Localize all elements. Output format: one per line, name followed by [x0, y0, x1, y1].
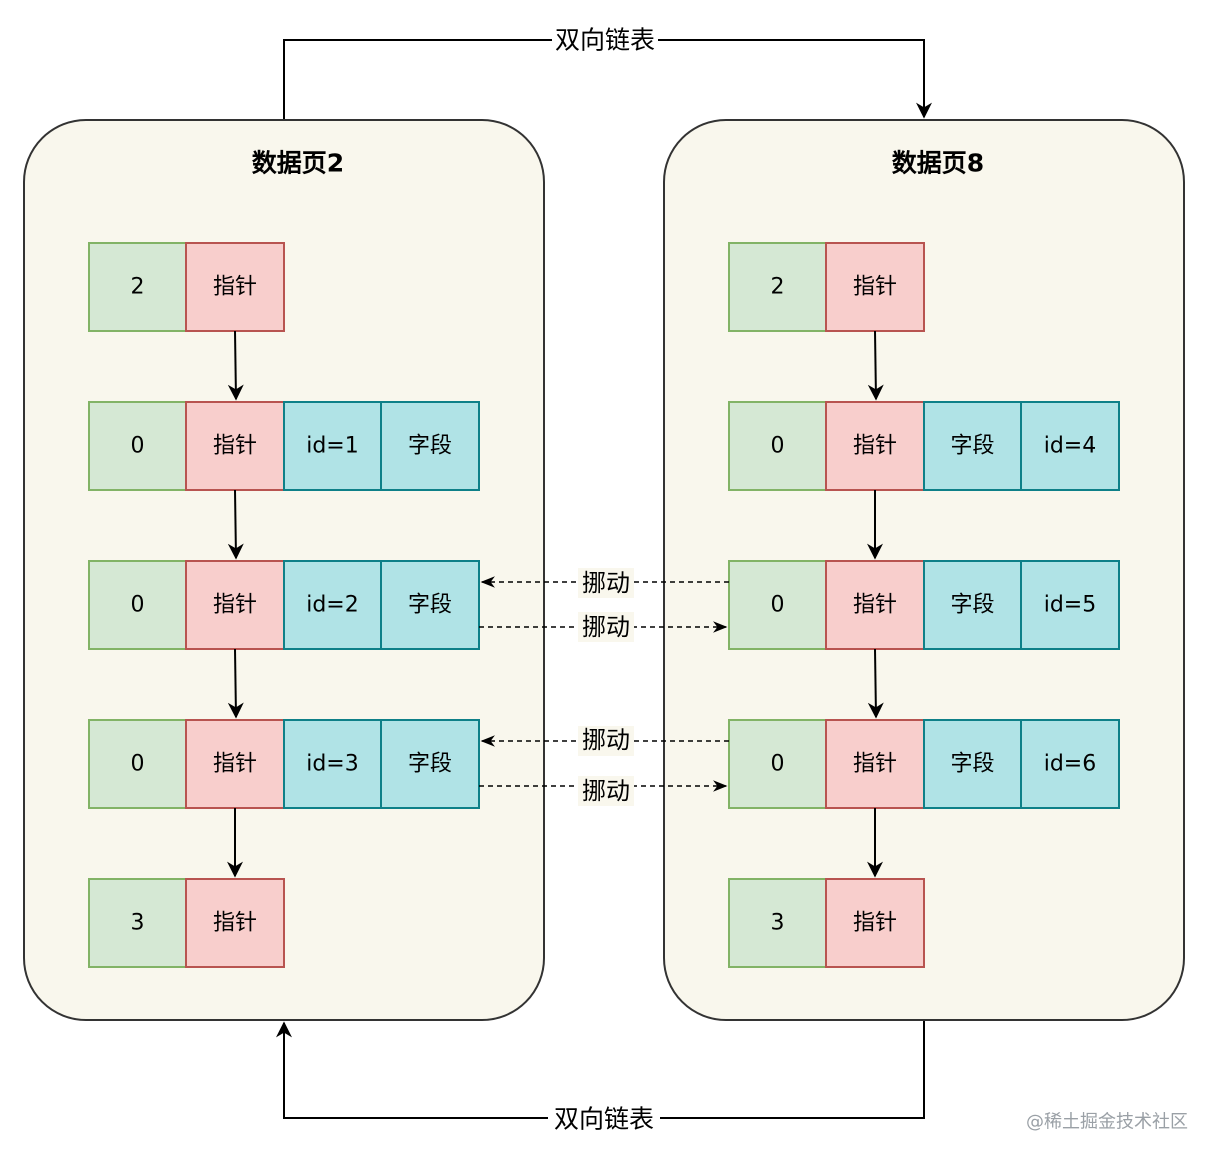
- move-label: 挪动: [582, 777, 630, 805]
- field-label: 字段: [408, 593, 452, 618]
- pointer-cell: [185, 560, 285, 650]
- right-page-records: 2 指针 0 指针 字段 id=4 0 指针 字段 id=5: [728, 242, 1120, 968]
- header-cell: [728, 401, 827, 491]
- record-row: 0 指针 id=1 字段: [88, 401, 480, 491]
- pointer-cell: [825, 560, 925, 650]
- move-label-bg: [578, 726, 634, 756]
- record-row: 0 指针 字段 id=4: [728, 401, 1120, 491]
- record-row: 3 指针: [728, 878, 925, 968]
- header-cell: [728, 560, 827, 650]
- id-cell: [1020, 401, 1120, 491]
- pointer-arrow: [867, 648, 884, 719]
- id-value: id=3: [306, 752, 359, 777]
- pointer-label: 指针: [213, 752, 257, 777]
- pointer-arrow: [227, 330, 244, 401]
- move-label: 挪动: [582, 726, 630, 754]
- record-row: 3 指针: [88, 878, 285, 968]
- top-link-label-bg: [552, 24, 658, 56]
- field-cell: [380, 560, 480, 650]
- page-title-right: 数据页8: [892, 149, 984, 178]
- header-value: 0: [131, 593, 145, 618]
- pointer-cell: [825, 242, 925, 332]
- header-value: 3: [771, 911, 785, 936]
- pointer-cell: [185, 719, 285, 809]
- field-cell: [923, 719, 1022, 809]
- id-cell: [1020, 719, 1120, 809]
- move-label-bg: [578, 612, 634, 642]
- id-value: id=5: [1044, 593, 1097, 618]
- field-cell: [380, 401, 480, 491]
- move-label: 挪动: [582, 613, 630, 641]
- record-row: 0 指针 id=3 字段: [88, 719, 480, 809]
- header-cell: [728, 878, 827, 968]
- pointer-label: 指针: [853, 752, 897, 777]
- header-value: 2: [131, 275, 145, 300]
- id-value: id=4: [1044, 434, 1097, 459]
- header-cell: [88, 242, 187, 332]
- record-row: 0 指针 字段 id=5: [728, 560, 1120, 650]
- pointer-arrow: [227, 648, 244, 719]
- id-cell: [283, 719, 382, 809]
- field-cell: [923, 401, 1022, 491]
- field-label: 字段: [950, 593, 994, 618]
- header-value: 0: [771, 434, 785, 459]
- id-value: id=1: [306, 434, 359, 459]
- id-cell: [1020, 560, 1120, 650]
- pointer-cell: [185, 401, 285, 491]
- watermark: @稀土掘金技术社区: [1026, 1112, 1188, 1133]
- move-label: 挪动: [582, 569, 630, 597]
- record-row: 0 指针 id=2 字段: [88, 560, 480, 650]
- pointer-arrow: [867, 330, 884, 401]
- header-value: 0: [771, 752, 785, 777]
- id-value: id=2: [306, 593, 359, 618]
- pointer-label: 指针: [213, 593, 257, 618]
- move-label-bg: [578, 568, 634, 598]
- pointer-cell: [825, 878, 925, 968]
- header-value: 3: [131, 911, 145, 936]
- linked-list-connectors: 双向链表 双向链表: [276, 24, 932, 1134]
- move-arrows: 挪动 挪动 挪动 挪动: [479, 568, 729, 806]
- id-cell: [283, 401, 382, 491]
- header-cell: [88, 719, 187, 809]
- pointer-label: 指针: [853, 275, 897, 300]
- header-cell: [88, 401, 187, 491]
- record-row: 2 指针: [728, 242, 925, 332]
- header-value: 0: [131, 434, 145, 459]
- field-cell: [380, 719, 480, 809]
- header-cell: [728, 242, 827, 332]
- header-value: 0: [131, 752, 145, 777]
- record-row: 2 指针: [88, 242, 285, 332]
- pointer-cell: [185, 878, 285, 968]
- pointer-label: 指针: [213, 275, 257, 300]
- field-label: 字段: [950, 434, 994, 459]
- header-value: 0: [771, 593, 785, 618]
- pointer-label: 指针: [853, 434, 897, 459]
- left-page-records: 2 指针 0 指针 id=1 字段 0 指针 id=2 字段: [88, 242, 480, 968]
- record-row: 0 指针 字段 id=6: [728, 719, 1120, 809]
- field-label: 字段: [408, 752, 452, 777]
- pointer-label: 指针: [213, 434, 257, 459]
- bottom-link-label-bg: [548, 1102, 660, 1134]
- move-label-bg: [578, 776, 634, 806]
- field-label: 字段: [950, 752, 994, 777]
- pointer-label: 指针: [853, 911, 897, 936]
- page-title-left: 数据页2: [252, 149, 344, 178]
- pointer-label: 指针: [853, 593, 897, 618]
- pointer-arrow: [227, 489, 244, 560]
- id-value: id=6: [1044, 752, 1097, 777]
- header-value: 2: [771, 275, 785, 300]
- header-cell: [88, 878, 187, 968]
- field-label: 字段: [408, 434, 452, 459]
- pointer-label: 指针: [213, 911, 257, 936]
- field-cell: [923, 560, 1022, 650]
- bottom-link-label: 双向链表: [554, 1105, 654, 1134]
- header-cell: [728, 719, 827, 809]
- id-cell: [283, 560, 382, 650]
- top-link-label: 双向链表: [555, 26, 655, 55]
